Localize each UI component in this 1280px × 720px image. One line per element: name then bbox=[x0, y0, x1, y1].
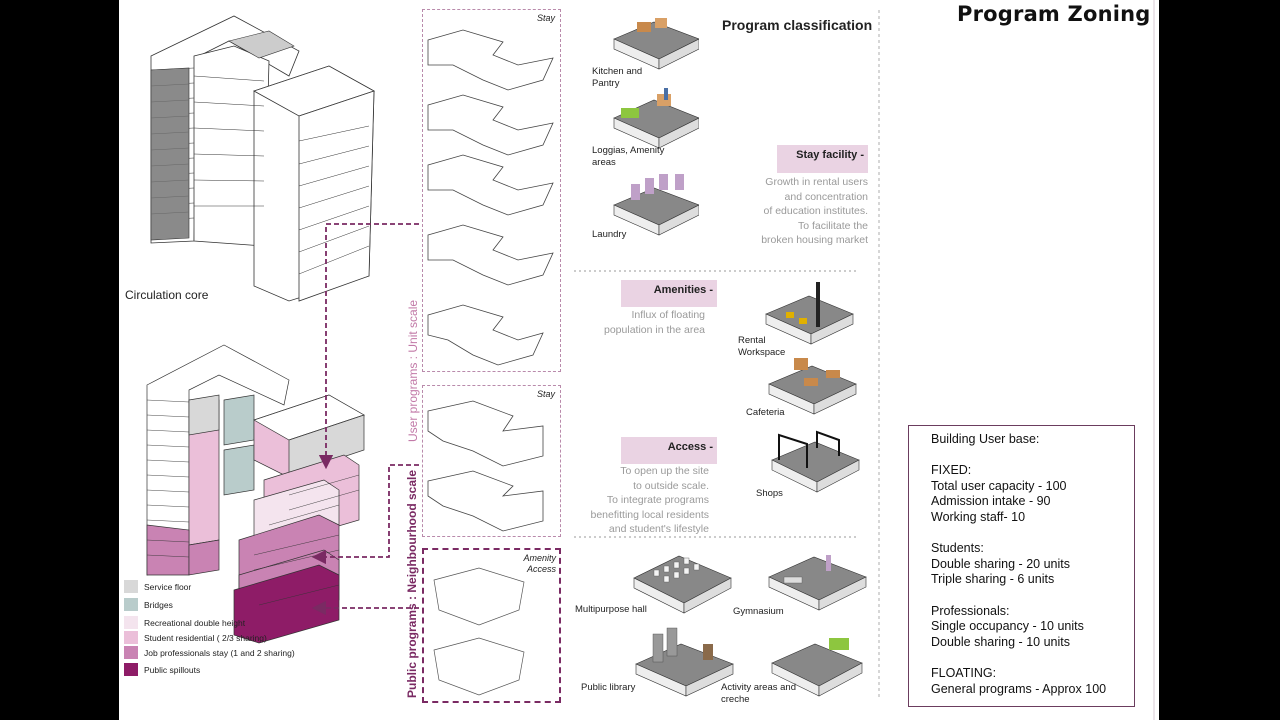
note-line: Growth in rental users bbox=[765, 176, 868, 188]
amenity-tag: Amenity bbox=[523, 553, 556, 563]
fixed-line: Working staff- 10 bbox=[931, 509, 1026, 524]
note-line: To facilitate the bbox=[797, 219, 868, 232]
fixed-heading: FIXED: bbox=[931, 463, 972, 478]
note-line: to outside scale. bbox=[633, 479, 709, 492]
amenity-access-tag: Amenity Access bbox=[523, 553, 556, 575]
floating-line: General programs - Approx 100 bbox=[931, 681, 1107, 696]
stay-panel-tag: Stay bbox=[536, 13, 555, 23]
section-title: Program classification bbox=[722, 17, 873, 33]
professionals-line: Single occupancy - 10 units bbox=[931, 619, 1084, 634]
legend-swatch bbox=[124, 580, 138, 593]
legend-label: Service floor bbox=[144, 582, 192, 592]
students-heading: Students: bbox=[931, 541, 984, 556]
public-floor-plates bbox=[433, 567, 525, 696]
zoning-connector-arrows bbox=[311, 223, 419, 616]
amenities-note: Influx of floating population in the are… bbox=[579, 308, 705, 337]
laundry-caption: Laundry bbox=[592, 229, 627, 240]
amenities-heading: Amenities - bbox=[621, 280, 717, 307]
professionals-heading: Professionals: bbox=[931, 603, 1010, 618]
spacer bbox=[931, 526, 1134, 542]
public-programs-vertical-label: Public programs : Neighbourhood scale bbox=[405, 469, 419, 698]
legend-label: Student residential ( 2/3 sharing) bbox=[144, 633, 267, 643]
public-library-caption: Public library bbox=[581, 682, 636, 693]
spacer bbox=[931, 650, 1134, 666]
legend-swatch bbox=[124, 663, 138, 676]
access-note: To open up the site to outside scale. To… bbox=[569, 464, 710, 537]
stay-panel-lower: Stay bbox=[422, 385, 561, 537]
note-line: To open up the site bbox=[620, 465, 709, 477]
note-line: and student's lifestyle bbox=[608, 523, 709, 535]
legend-label: Bridges bbox=[144, 600, 173, 610]
stay-facility-heading: Stay facility - bbox=[777, 145, 868, 173]
kitchen-pantry-illustration bbox=[613, 18, 699, 70]
note-line: of education institutes. bbox=[763, 205, 868, 217]
fixed-line: Total user capacity - 100 bbox=[931, 478, 1067, 493]
public-library-illustration bbox=[635, 627, 734, 697]
laundry-illustration bbox=[613, 174, 699, 236]
legend-swatch bbox=[124, 631, 138, 644]
activity-areas-illustration bbox=[771, 638, 863, 697]
fixed-line: Admission intake - 90 bbox=[931, 494, 1051, 509]
spacer bbox=[931, 588, 1134, 604]
spacer bbox=[931, 448, 1134, 464]
note-line: Influx of floating bbox=[631, 309, 705, 321]
note-line: and concentration bbox=[784, 190, 868, 203]
cafeteria-illustration bbox=[768, 358, 857, 415]
rental-workspace-caption: Rental Workspace bbox=[738, 335, 786, 358]
students-line: Triple sharing - 6 units bbox=[931, 572, 1055, 587]
gymnasium-caption: Gymnasium bbox=[733, 606, 784, 617]
legend-swatch bbox=[124, 616, 138, 629]
stay-floor-plates bbox=[427, 29, 554, 366]
zoned-building-axonometric bbox=[146, 344, 365, 644]
rental-workspace-illustration bbox=[765, 282, 854, 345]
legend-label: Public spillouts bbox=[144, 665, 201, 675]
user-programs-vertical-label: User programs : Unit scale bbox=[406, 299, 420, 442]
note-line: population in the area bbox=[604, 323, 705, 336]
shops-caption: Shops bbox=[756, 488, 783, 499]
building-user-base-box: Building User base: FIXED: Total user ca… bbox=[908, 425, 1135, 707]
shops-illustration bbox=[771, 430, 860, 493]
stay-panel-tag: Stay bbox=[536, 389, 555, 399]
loggias-caption: Loggias, Amenity areas bbox=[592, 145, 665, 168]
activity-areas-caption: Activity areas and creche bbox=[721, 682, 796, 705]
zoning-sheet: Program Zoning Program classification bbox=[119, 0, 1159, 720]
professionals-line: Double sharing - 10 units bbox=[931, 634, 1070, 649]
sheet-title: Program Zoning bbox=[957, 2, 1151, 26]
students-line: Double sharing - 20 units bbox=[931, 556, 1070, 571]
amenity-access-panel: Amenity Access bbox=[422, 548, 561, 703]
stay-facility-note: Growth in rental users and concentration… bbox=[709, 175, 868, 248]
access-tag: Access bbox=[526, 564, 556, 574]
legend-swatch bbox=[124, 646, 138, 659]
multipurpose-hall-illustration bbox=[633, 555, 732, 614]
loggias-illustration bbox=[613, 88, 699, 149]
user-base-title: Building User base: bbox=[931, 432, 1040, 446]
legend-label: Recreational double height bbox=[144, 618, 246, 628]
separator-lines bbox=[574, 0, 1155, 720]
note-line: To integrate programs bbox=[606, 494, 709, 506]
legend-swatch bbox=[124, 598, 138, 611]
gymnasium-illustration bbox=[768, 555, 867, 611]
multipurpose-hall-caption: Multipurpose hall bbox=[575, 604, 647, 615]
note-line: broken housing market bbox=[761, 234, 868, 246]
floating-heading: FLOATING: bbox=[931, 665, 997, 680]
kitchen-pantry-caption: Kitchen and Pantry bbox=[592, 66, 643, 89]
legend-label: Job professionals stay (1 and 2 sharing) bbox=[144, 648, 295, 658]
cafeteria-caption: Cafeteria bbox=[746, 407, 785, 418]
stay-lower-plates bbox=[427, 400, 544, 532]
circulation-core-axonometric bbox=[150, 15, 375, 302]
zoning-legend: Service floor Bridges Recreational doubl… bbox=[119, 580, 359, 680]
note-line: benefitting local residents bbox=[590, 508, 710, 521]
access-heading: Access - bbox=[621, 437, 717, 464]
circulation-core-label: Circulation core bbox=[125, 288, 209, 302]
stay-panel-upper: Stay bbox=[422, 9, 561, 372]
